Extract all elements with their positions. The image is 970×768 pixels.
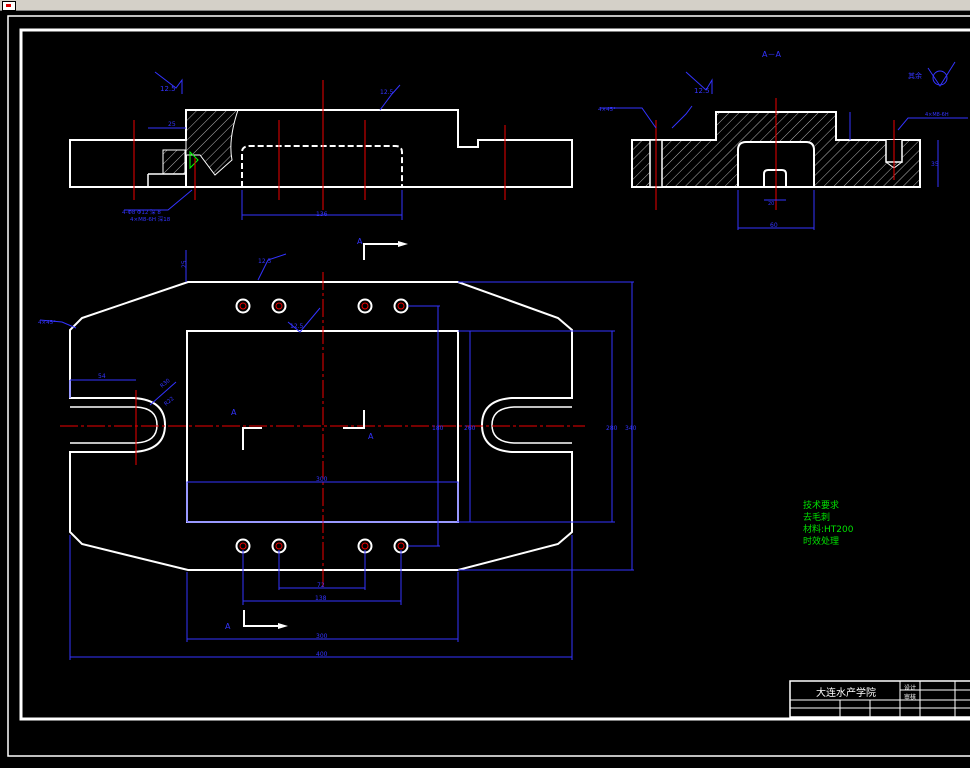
dim-inner-slot: 300: [316, 476, 328, 483]
note-deburr: 去毛刺: [803, 513, 831, 523]
dim-inner-height: 260: [464, 425, 476, 432]
cad-drawing-canvas[interactable]: 136 25 12.5 12.5 4-Φ8 Φ12 深 8 4×M8-6H 深1…: [0, 10, 970, 768]
title-block: [789, 680, 970, 718]
view-mark-left: A: [231, 408, 237, 417]
roughness-front: 12.5: [160, 85, 176, 93]
title-row-design: 设计: [904, 685, 917, 692]
plan-view: A A A A 300 72 138 300 400 180 260: [38, 237, 637, 660]
dim-holes-height: 180: [432, 425, 444, 432]
roughness-plan-mid: 12.5: [290, 323, 304, 330]
dim-slot-r1: R30: [159, 378, 172, 390]
dim-slot-r2: R22: [163, 396, 175, 408]
label-corner-chamfer: 4×45°: [38, 320, 56, 326]
dim-small-top: 25: [168, 121, 176, 128]
dim-section-height: 35: [931, 161, 939, 168]
roughness-top: 12.5: [380, 89, 394, 96]
note-material: 材料:HT200: [803, 525, 854, 535]
technical-notes: 技术要求 去毛刺 材料:HT200 时效处理: [803, 500, 853, 548]
dim-plan-edge: 25: [181, 260, 188, 268]
dim-total-width: 400: [316, 651, 328, 658]
holes-top-row: [235, 298, 409, 314]
label-side-hole: 4×M8-6H: [925, 112, 949, 118]
dim-section-width: 60: [770, 222, 778, 229]
dim-section-slot: 20: [768, 201, 774, 207]
title-row-review: 审核: [904, 694, 917, 701]
roughness-plan-top: 12.5: [258, 258, 272, 265]
dim-right-height: 280: [606, 425, 618, 432]
inner-frame: [19, 28, 970, 721]
view-mark-bottom: A: [225, 622, 231, 631]
dim-top-slot: 136: [316, 211, 328, 218]
view-mark-top: A: [357, 237, 363, 246]
note-title: 技术要求: [803, 501, 840, 511]
roughness-section: 12.5: [694, 87, 710, 95]
roughness-other-label: 其余: [908, 71, 922, 80]
note-aging: 时效处理: [803, 537, 840, 547]
dim-holes-a: 72: [317, 582, 325, 589]
dim-total-height: 340: [625, 425, 637, 432]
front-view: 136 25 12.5 12.5 4-Φ8 Φ12 深 8 4×M8-6H 深1…: [69, 71, 573, 223]
title-block-text: 大连水产学院 设计 审核: [790, 681, 970, 717]
view-mark-right: A: [368, 432, 374, 441]
window-titlebar: [0, 0, 970, 11]
dim-holes-b: 138: [315, 595, 327, 602]
outer-frame: [7, 15, 970, 757]
dim-base: 300: [316, 633, 328, 640]
dim-slot-depth: 54: [98, 373, 106, 380]
app-icon[interactable]: [2, 1, 16, 11]
holes-bottom-row: [235, 538, 409, 554]
section-view: A－A 60 20 35 4×45° 4×M8-6H 12.5 其余: [598, 50, 968, 230]
section-label: A－A: [762, 50, 781, 59]
label-hole-callout: 4×M8-6H 深18: [130, 215, 171, 223]
label-section-left: 4×45°: [598, 107, 616, 113]
label-counterbore: 4-Φ8 Φ12 深 8: [122, 208, 161, 216]
school-name: 大连水产学院: [816, 688, 876, 699]
